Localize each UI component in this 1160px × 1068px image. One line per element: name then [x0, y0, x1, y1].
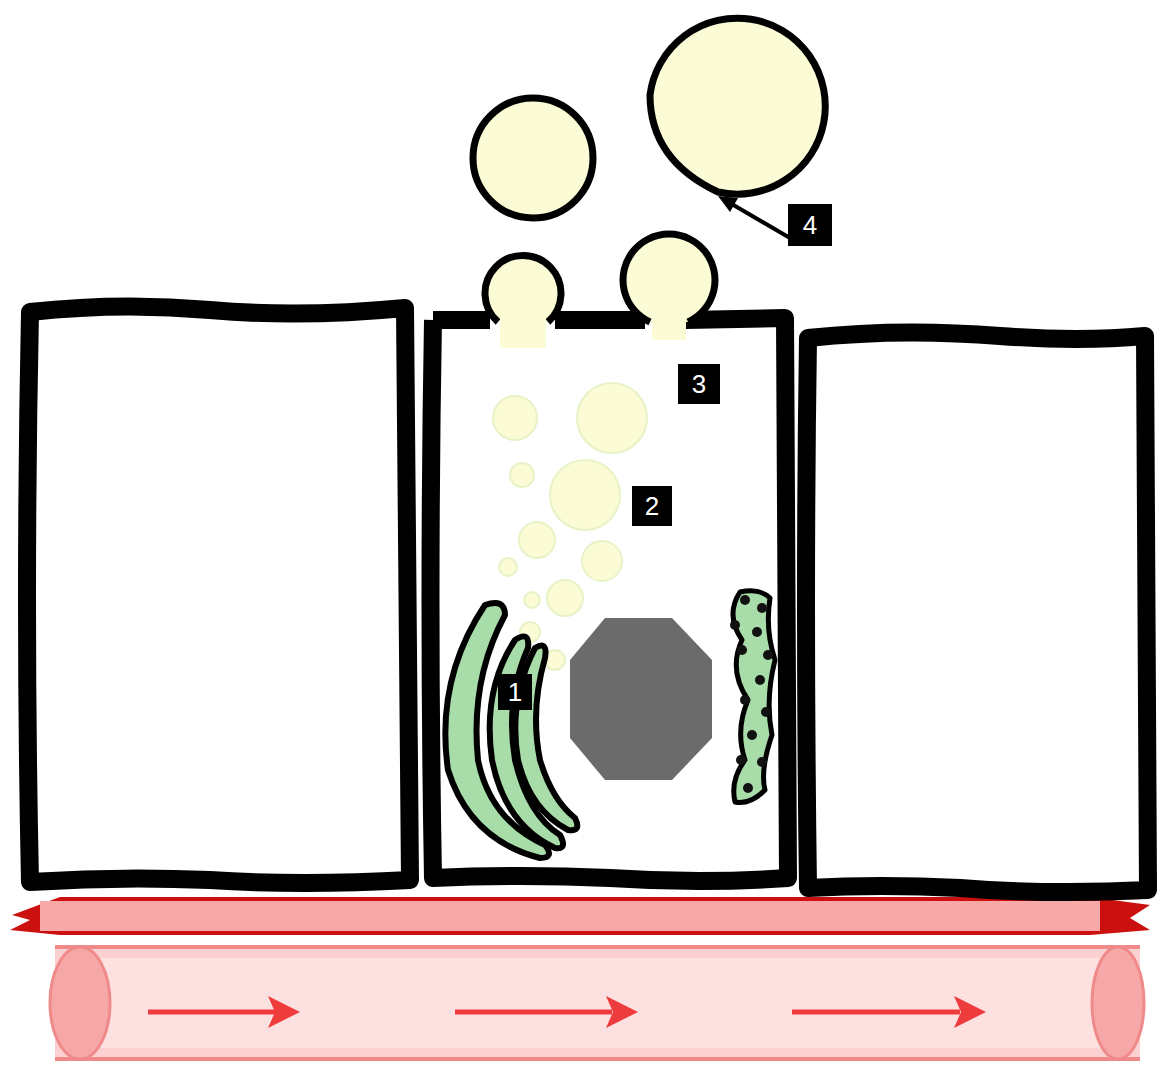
epithelial-cells	[27, 306, 1148, 892]
basement-membrane	[10, 897, 1150, 935]
leader-arrow	[718, 196, 790, 238]
vesicle-neck	[652, 318, 686, 340]
blood-vessel	[50, 947, 1144, 1059]
vesicle-neck	[500, 318, 546, 348]
nucleus	[570, 618, 712, 780]
callout-number: 1	[498, 674, 532, 710]
flow-arrows	[148, 996, 986, 1028]
rough-er	[730, 591, 775, 803]
callout-number: 2	[632, 486, 672, 526]
callout-number: 4	[788, 204, 832, 246]
golgi-apparatus	[445, 603, 577, 858]
exocytosed-vesicle	[473, 18, 825, 322]
callout-number: 3	[678, 364, 720, 404]
